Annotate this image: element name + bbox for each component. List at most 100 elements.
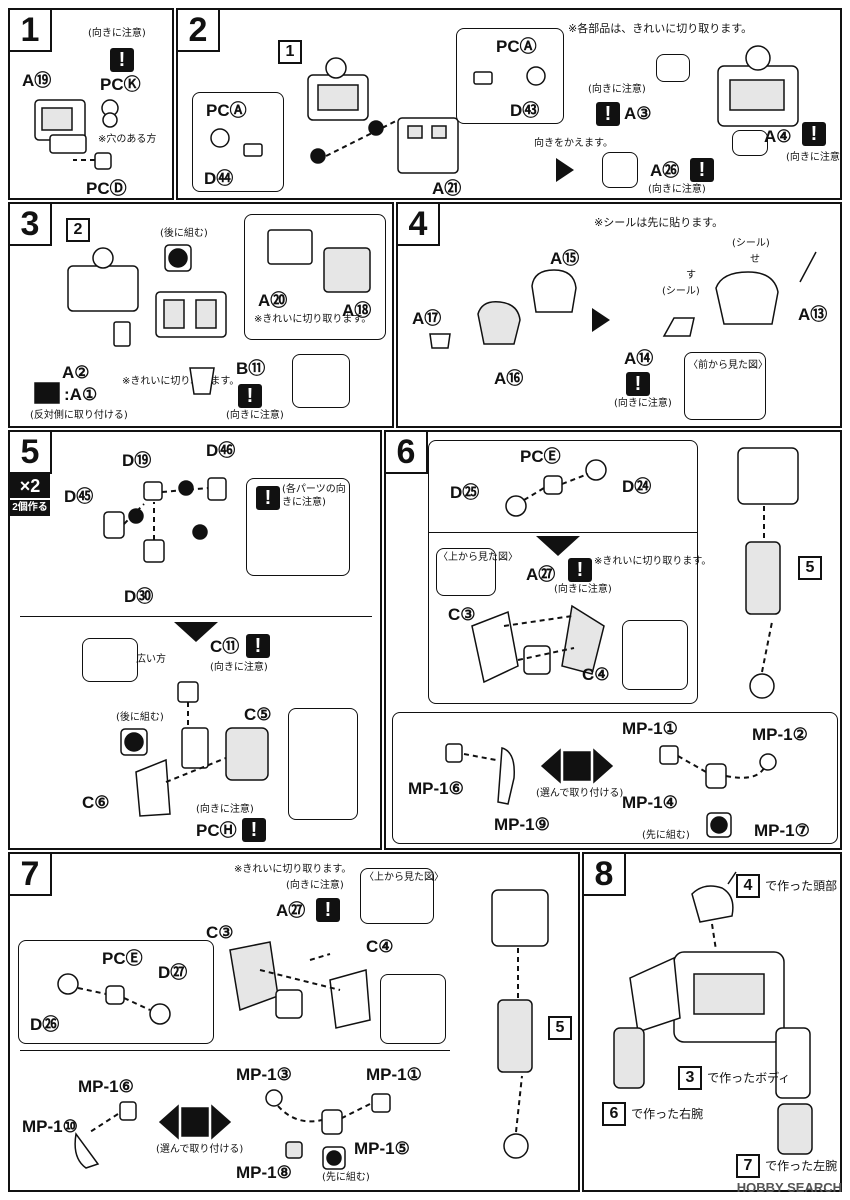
part-label-d46: D㊻ bbox=[206, 441, 236, 460]
armor-detail-box bbox=[622, 620, 688, 690]
seal-su: す bbox=[686, 270, 696, 281]
part-label-d19: D⑲ bbox=[122, 451, 152, 470]
choose-one-icon bbox=[158, 1104, 232, 1140]
part-label-pch: PCⒽ bbox=[196, 821, 237, 840]
joint-assembly-illustration bbox=[103, 477, 227, 563]
watermark: HOBBY SEARCH bbox=[736, 1180, 842, 1195]
step-5-panel: 5 ×2 2個作る D⑲ D㊻ D㊺ D㉚ ! (各パーツの向きに注意) 広い方… bbox=[8, 430, 382, 850]
part-label-a21: A㉑ bbox=[432, 179, 462, 198]
step-3-panel: 3 2 (後に組む) A⑳ A⑱ ※きれいに切り取ります。 A② :A① ※きれ… bbox=[8, 202, 394, 428]
caution-icon-a26: ! bbox=[690, 158, 714, 182]
clean-cut-note: ※きれいに切り取ります。 bbox=[234, 864, 352, 875]
part-label-mp11: MP-1① bbox=[366, 1065, 422, 1084]
section-divider bbox=[20, 616, 372, 617]
antenna-illustration bbox=[799, 251, 817, 283]
visor-illustration bbox=[662, 317, 695, 337]
hole-note: ※穴のある方 bbox=[98, 134, 157, 145]
part-label-d43: D㊸ bbox=[510, 101, 540, 120]
step-number: 5 bbox=[10, 432, 52, 474]
down-arrow bbox=[536, 536, 580, 556]
turn-note: 向きをかえます。 bbox=[534, 138, 613, 149]
each-part-caution-note: (各パーツの向きに注意) bbox=[282, 484, 346, 508]
head-step-ref: 4 bbox=[736, 874, 760, 898]
part-label-a16: A⑯ bbox=[494, 369, 524, 388]
step-2-panel: 2 1 PCⒶ D㊹ A㉑ PCⒶ D㊸ ※各部品は、きれいに切り取ります。 向… bbox=[176, 8, 842, 200]
head-text: で作った頭部 bbox=[765, 879, 838, 893]
part-label-pce: PCⒺ bbox=[102, 949, 143, 968]
part-label-a4: A④ bbox=[764, 127, 792, 146]
seal-se: せ bbox=[750, 254, 760, 265]
combine-later-note: (後に組む) bbox=[160, 228, 208, 239]
step-8-panel: 8 4 で作った頭部 3 で作ったボディ 6 で作った右腕 7 で作った左腕 bbox=[582, 852, 842, 1192]
caution-icon-a3: ! bbox=[596, 102, 620, 126]
caution-icon: ! bbox=[238, 384, 262, 408]
part-b11-illustration bbox=[189, 367, 215, 395]
part-label-mp18: MP-1⑧ bbox=[236, 1163, 292, 1182]
hand-options-box bbox=[392, 712, 838, 844]
first-combine-note: (先に組む) bbox=[642, 830, 690, 841]
part-label-a18: A⑱ bbox=[342, 301, 372, 320]
hand-option-b-illustration bbox=[659, 745, 777, 789]
choose-one-icon bbox=[540, 748, 614, 784]
caution-note: (向きに注意) bbox=[614, 398, 672, 409]
step-number: 7 bbox=[10, 854, 52, 896]
part-label-d24: D㉔ bbox=[622, 477, 652, 496]
caution-icon: ! bbox=[316, 898, 340, 922]
clean-cut-note: ※きれいに切り取ります。 bbox=[254, 314, 372, 325]
body-rear-illustration bbox=[717, 45, 799, 127]
left-arm-text: で作った左腕 bbox=[765, 1159, 838, 1173]
step-reference-1: 1 bbox=[278, 40, 302, 64]
face-part-illustration bbox=[429, 333, 451, 349]
head-front-illustration bbox=[477, 301, 521, 345]
part-label-mp14: MP-1④ bbox=[622, 793, 678, 812]
shoulder-joint-illustration bbox=[505, 459, 607, 517]
part-label-mp12: MP-1② bbox=[752, 725, 808, 744]
seal-box-right bbox=[732, 130, 768, 156]
step-7-panel: 7 ※きれいに切り取ります。 (向きに注意) A㉗ ! 〈上から見た図〉 C③ … bbox=[8, 852, 580, 1192]
arm-side-illustration bbox=[737, 447, 799, 699]
step-number: 8 bbox=[584, 854, 626, 896]
combine-first-icon bbox=[706, 812, 732, 838]
combine-first-icon bbox=[322, 1146, 346, 1170]
step-number: 1 bbox=[10, 10, 52, 52]
seal-first-note: ※シールは先に貼ります。 bbox=[594, 216, 724, 229]
body-text: で作ったボディ bbox=[707, 1071, 791, 1085]
step-6-panel: 6 PCⒺ D㉕ D㉔ 〈上から見た図〉 A㉗ ! ※きれいに切り取ります。 (… bbox=[384, 430, 842, 850]
caution-note: (向きに注意) bbox=[226, 410, 284, 421]
top-view-box bbox=[436, 548, 496, 596]
part-label-c11: C⑪ bbox=[210, 637, 240, 656]
b11-detail-box bbox=[292, 354, 350, 408]
caution-icon: ! bbox=[110, 48, 134, 72]
part-label-pca-left: PCⒶ bbox=[206, 101, 247, 120]
part-label-d45: D㊺ bbox=[64, 487, 94, 506]
right-arm-step-ref: 6 bbox=[602, 1102, 626, 1126]
assembly-arrow bbox=[73, 159, 95, 161]
shoulder-armor-illustration bbox=[471, 604, 605, 684]
step-number: 2 bbox=[178, 10, 220, 52]
caution-note: (向きに注意) bbox=[286, 880, 344, 891]
part-label-a20: A⑳ bbox=[258, 291, 288, 310]
body-step-ref: 3 bbox=[678, 1066, 702, 1090]
shoulder-part-illustration bbox=[34, 99, 87, 154]
chest-frame-illustration bbox=[267, 229, 371, 293]
left-arm-callout: 7 で作った左腕 bbox=[736, 1154, 837, 1178]
part-label-d26: D㉖ bbox=[30, 1015, 60, 1034]
seal-box-bottom bbox=[602, 152, 638, 188]
shoulder-armor-illustration bbox=[229, 941, 371, 1029]
part-label-mp16: MP-1⑥ bbox=[78, 1077, 134, 1096]
elbow-joint-illustration bbox=[57, 973, 171, 1025]
turn-arrow bbox=[556, 158, 574, 182]
polycap-k-illustration bbox=[101, 99, 119, 128]
assembled-head-illustration bbox=[715, 271, 779, 325]
top-view-box bbox=[360, 868, 434, 924]
step-1-panel: 1 (向きに注意) ! A⑲ PCⓀ ※穴のある方 PCⒹ bbox=[8, 8, 174, 200]
reverse-attach-icon bbox=[34, 382, 60, 404]
step-number: 6 bbox=[386, 432, 428, 474]
seal-box-top bbox=[656, 54, 690, 82]
next-arrow bbox=[592, 308, 610, 332]
part-label-a19: A⑲ bbox=[22, 71, 52, 90]
choose-note: (選んで取り付ける) bbox=[536, 788, 624, 799]
chest-armor-illustration bbox=[155, 291, 227, 338]
step-reference-5: 5 bbox=[548, 1016, 572, 1040]
